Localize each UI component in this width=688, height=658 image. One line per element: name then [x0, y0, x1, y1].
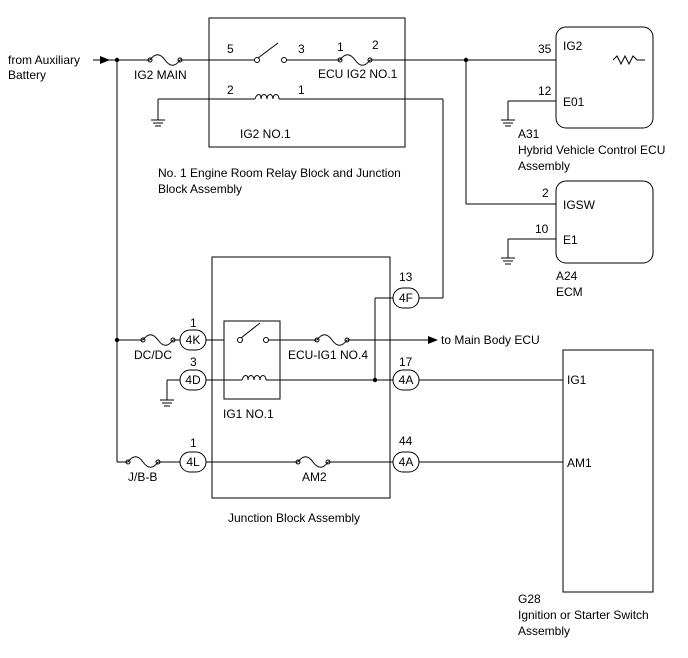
- ecu-ig2-fuse-label: ECU IG2 NO.1: [318, 67, 398, 81]
- engine-room-block-label-2: Block Assembly: [158, 182, 242, 196]
- pin-label: 2: [372, 38, 379, 52]
- connector-4f-label: 4F: [399, 291, 413, 305]
- source-label-line2: Battery: [8, 68, 46, 82]
- am2-fuse-label: AM2: [302, 470, 327, 484]
- ecm-box: [555, 180, 654, 264]
- main-body-arrow-icon: [428, 336, 438, 344]
- resistor-icon: [612, 54, 645, 66]
- engine-room-relay-block: [208, 17, 406, 148]
- engine-room-block-label-1: No. 1 Engine Room Relay Block and Juncti…: [158, 166, 401, 180]
- pin-label: 44: [399, 434, 413, 448]
- g28-terminal-ig1: IG1: [567, 373, 587, 387]
- dcdc-fuse-icon: [142, 334, 174, 346]
- pin-label: 3: [298, 42, 305, 56]
- connector-4k-label: 4K: [186, 333, 201, 347]
- pin-label: 12: [538, 84, 552, 98]
- jbb-fuse-label: J/B-B: [128, 470, 157, 484]
- relay-coil-icon: [241, 375, 267, 381]
- a24-terminal-igsw: IGSW: [563, 198, 596, 212]
- pin-label: 17: [399, 355, 413, 369]
- ig2-main-fuse-label: IG2 MAIN: [134, 68, 187, 82]
- ignition-switch-box: [562, 349, 654, 593]
- jbb-fuse-icon: [127, 456, 159, 468]
- ecu-ig2-fuse-icon: [339, 54, 371, 66]
- connector-4f: [392, 287, 420, 309]
- junction-dot: [372, 377, 378, 383]
- a31-name-1: Hybrid Vehicle Control ECU: [518, 143, 665, 157]
- relay-switch-icon: [240, 322, 261, 339]
- dcdc-fuse-label: DC/DC: [134, 348, 172, 362]
- junction-block-label: Junction Block Assembly: [228, 511, 360, 525]
- am2-fuse-icon: [297, 456, 329, 468]
- g28-code: G28: [518, 592, 541, 606]
- source-label-line1: from Auxiliary: [8, 53, 80, 67]
- a31-terminal-e01: E01: [563, 95, 585, 109]
- pin-label: 1: [190, 436, 197, 450]
- a31-name-2: Assembly: [518, 159, 570, 173]
- connector-4d-label: 4D: [185, 373, 201, 387]
- hv-control-ecu-box: [555, 26, 654, 129]
- a24-code: A24: [556, 269, 578, 283]
- a24-name: ECM: [556, 285, 583, 299]
- ecu-ig1-fuse-label: ECU-IG1 NO.4: [288, 348, 368, 362]
- g28-name-2: Assembly: [518, 624, 570, 638]
- ig1-no1-relay-box: [223, 320, 281, 400]
- ig1-no1-relay-label: IG1 NO.1: [223, 407, 274, 421]
- pin-label: 2: [542, 186, 549, 200]
- pin-label: 1: [190, 316, 197, 330]
- source-arrow-icon: [100, 56, 110, 64]
- relay-contact-icon: [254, 57, 260, 63]
- relay-contact-icon: [237, 337, 243, 343]
- a24-terminal-e1: E1: [563, 233, 578, 247]
- a31-terminal-ig2: IG2: [563, 39, 583, 53]
- a31-code: A31: [518, 127, 540, 141]
- pin-label: 5: [227, 42, 234, 56]
- pin-label: 3: [190, 355, 197, 369]
- relay-coil-icon: [254, 94, 280, 100]
- connector-4l-label: 4L: [186, 455, 200, 469]
- pin-label: 1: [298, 83, 305, 97]
- connector-4a-label: 4A: [399, 373, 414, 387]
- ig2-main-fuse-icon: [149, 54, 181, 66]
- pin-label: 2: [227, 83, 234, 97]
- pin-label: 10: [535, 222, 549, 236]
- pin-label: 13: [399, 270, 413, 284]
- g28-terminal-am1: AM1: [567, 456, 592, 470]
- ecu-ig1-fuse-icon: [316, 334, 348, 346]
- pin-label: 1: [337, 40, 344, 54]
- connector-4a-label: 4A: [399, 455, 414, 469]
- ig2-no1-relay-label: IG2 NO.1: [240, 127, 291, 141]
- pin-label: 35: [538, 42, 552, 56]
- g28-name-1: Ignition or Starter Switch: [518, 608, 649, 622]
- main-body-label: to Main Body ECU: [441, 333, 540, 347]
- relay-switch-icon: [257, 42, 279, 59]
